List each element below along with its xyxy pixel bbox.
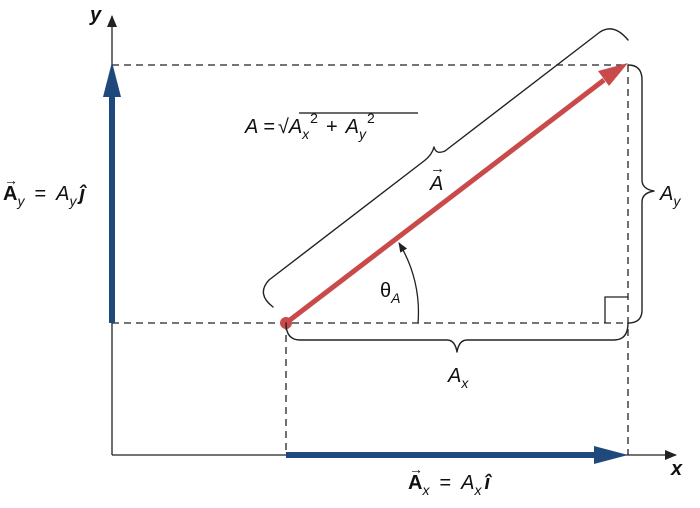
hypotenuse-brace — [262, 28, 629, 308]
right-angle-marker — [604, 296, 628, 323]
ax-vector-arrow-mark: → — [409, 461, 423, 477]
angle-label: θA — [380, 280, 400, 306]
vector-a-arrowhead — [598, 63, 628, 86]
ax-component-arrowhead — [594, 446, 628, 464]
vector-a — [284, 78, 606, 325]
x-axis-label: x — [670, 458, 683, 480]
ay-component-arrowhead — [103, 62, 121, 97]
ax-brace — [285, 322, 629, 353]
ay-brace — [627, 64, 655, 324]
ax-label: Ax — [447, 365, 469, 391]
ay-label: Ay — [659, 183, 681, 209]
angle-arc — [398, 242, 420, 324]
vector-a-arrow-mark: → — [430, 160, 445, 177]
y-axis-label: y — [89, 4, 102, 26]
ay-vector-arrow-mark: → — [4, 172, 18, 188]
vector-a-label: A — [429, 173, 443, 195]
magnitude-formula: A =√Ax2+Ay2 — [244, 110, 375, 142]
